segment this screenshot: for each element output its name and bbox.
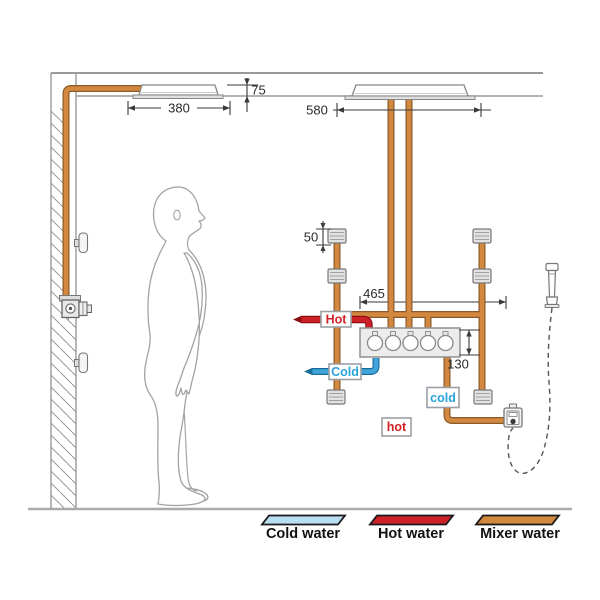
- legend-label-cold: Cold water: [266, 526, 340, 542]
- legend-swatch-mixer: [474, 514, 561, 526]
- body-jet: [472, 228, 492, 244]
- legend-item-mixer-water: Mixer water: [474, 514, 561, 542]
- cold-supply-label: Cold: [328, 363, 362, 381]
- cold-supply-text: Cold: [331, 365, 359, 379]
- shower-head-plate: [132, 94, 224, 99]
- cold-pipe-tip: [304, 367, 313, 376]
- hose-wall-outlet: [503, 403, 523, 428]
- wall-handle-lower: [74, 352, 89, 374]
- dim-50-label: 50: [304, 230, 318, 245]
- legend: Cold water Hot water Mixer water: [260, 514, 561, 542]
- valve-knob: [419, 331, 437, 352]
- wall-mixer: [59, 295, 92, 319]
- dimension-75: 75: [227, 78, 266, 112]
- dimension-465: 465: [359, 286, 507, 309]
- dim-580-label: 580: [306, 103, 328, 118]
- outlet-port: [510, 418, 516, 425]
- hand-shower-handle: [547, 269, 557, 298]
- valve-knob: [366, 331, 384, 352]
- hand-shower: [544, 262, 560, 308]
- body-jet: [327, 268, 347, 284]
- hand-shower-head: [545, 262, 559, 272]
- hot-outlet-label: hot: [381, 417, 412, 437]
- human-figure: [144, 186, 209, 507]
- figure-arm: [175, 252, 203, 397]
- figure-ear: [173, 209, 181, 221]
- dim-380-label: 380: [168, 101, 190, 116]
- hand-shower-base: [545, 296, 559, 306]
- figure-far-leg-line: [183, 409, 198, 492]
- dimension-130: 130: [447, 329, 480, 372]
- body-jet: [473, 389, 493, 405]
- body-jet: [472, 268, 492, 284]
- dimension-50: 50: [304, 221, 331, 253]
- mixer-water-pipes: [62, 85, 505, 424]
- shower-hose-dashed: [507, 307, 553, 475]
- shower-head-body: [351, 84, 469, 97]
- wall-hatching-lower: [51, 320, 76, 508]
- wall-handle-upper: [74, 232, 89, 254]
- hot-supply-text: Hot: [326, 313, 348, 327]
- shower-head-body: [138, 84, 219, 96]
- valve-knob: [384, 331, 402, 352]
- body-jet: [326, 389, 346, 405]
- body-jets: [326, 228, 493, 405]
- mixer-spout-tip: [86, 304, 92, 313]
- valve-knob: [437, 331, 454, 352]
- hot-pipe-tip: [293, 315, 302, 324]
- overhead-shower-left: [132, 84, 224, 99]
- legend-item-hot-water: Hot water: [368, 514, 455, 542]
- thermostatic-valve: [359, 327, 461, 358]
- overhead-shower-right: [344, 84, 476, 100]
- hot-supply-label: Hot: [320, 310, 352, 328]
- dim-130-label: 130: [447, 357, 469, 372]
- dim-75-label: 75: [251, 83, 265, 98]
- cold-outlet-label: cold: [426, 386, 460, 409]
- hot-outlet-text: hot: [387, 420, 407, 434]
- mixer-dial-dot: [68, 306, 73, 311]
- shower-head-plate: [344, 95, 476, 100]
- body-jet: [327, 228, 347, 244]
- cold-water-pipe: [304, 358, 380, 376]
- legend-item-cold-water: Cold water: [260, 514, 347, 542]
- legend-swatch-hot: [368, 514, 455, 526]
- dimension-380: 380: [127, 101, 231, 116]
- dim-465-label: 465: [363, 286, 385, 301]
- dimension-580: 580: [306, 103, 491, 118]
- legend-label-hot: Hot water: [378, 526, 444, 542]
- room-structure: [28, 72, 572, 511]
- legend-swatch-cold: [260, 514, 347, 526]
- legend-label-mixer: Mixer water: [480, 526, 560, 542]
- valve-knob: [402, 331, 419, 352]
- hot-water-pipe: [293, 315, 373, 330]
- cold-outlet-text: cold: [430, 391, 456, 405]
